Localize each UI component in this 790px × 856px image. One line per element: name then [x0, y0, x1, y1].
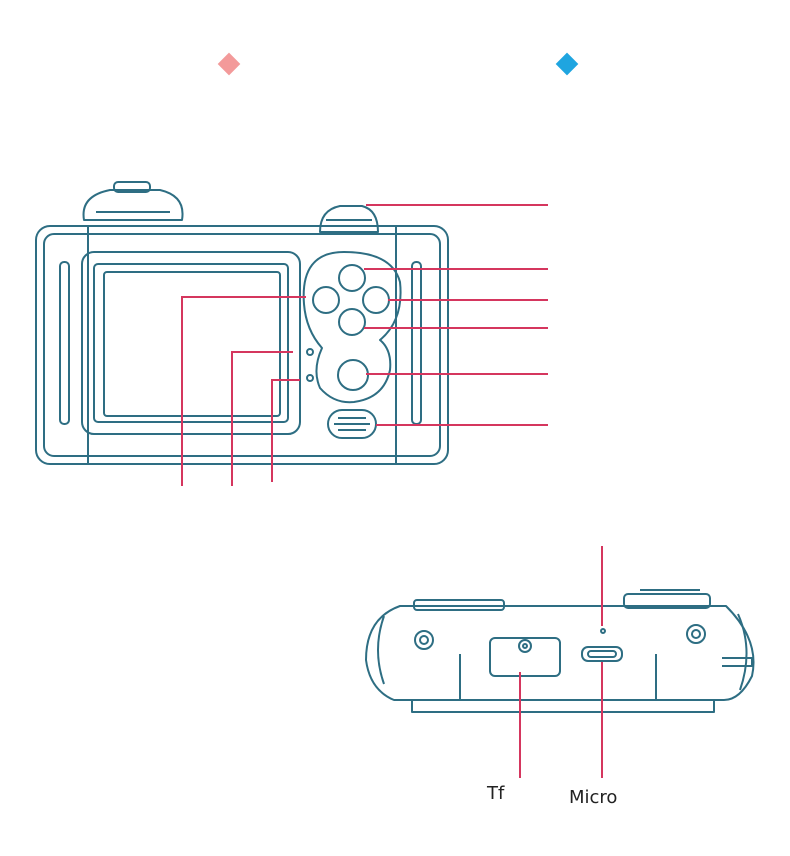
bottom-body [365, 605, 755, 701]
button-right [362, 286, 390, 314]
screen [103, 271, 281, 417]
callout-lines [181, 204, 603, 778]
button-big [337, 359, 369, 391]
micro-usb-port [581, 646, 623, 662]
callout-led-1 [231, 351, 293, 486]
button-left [312, 286, 340, 314]
indicator-led-1 [306, 348, 314, 356]
left-shoulder-button [82, 189, 184, 221]
device-body [35, 225, 449, 465]
button-pad [302, 251, 402, 404]
right-shoulder-button [319, 205, 379, 233]
callout-screen [181, 296, 306, 486]
screw-right [686, 624, 706, 644]
button-bottom [338, 308, 366, 336]
button-top [338, 264, 366, 292]
tf-label: Tf [487, 783, 505, 804]
callout-led-2 [271, 379, 300, 482]
screw-left [414, 630, 434, 650]
bottom-view [365, 589, 755, 713]
screen-bezel [81, 251, 301, 435]
indicator-led-2 [306, 374, 314, 382]
front-view [35, 181, 449, 465]
mic-hole [600, 628, 606, 634]
micro-label: Micro [569, 787, 618, 808]
tf-card-slot [489, 637, 561, 677]
